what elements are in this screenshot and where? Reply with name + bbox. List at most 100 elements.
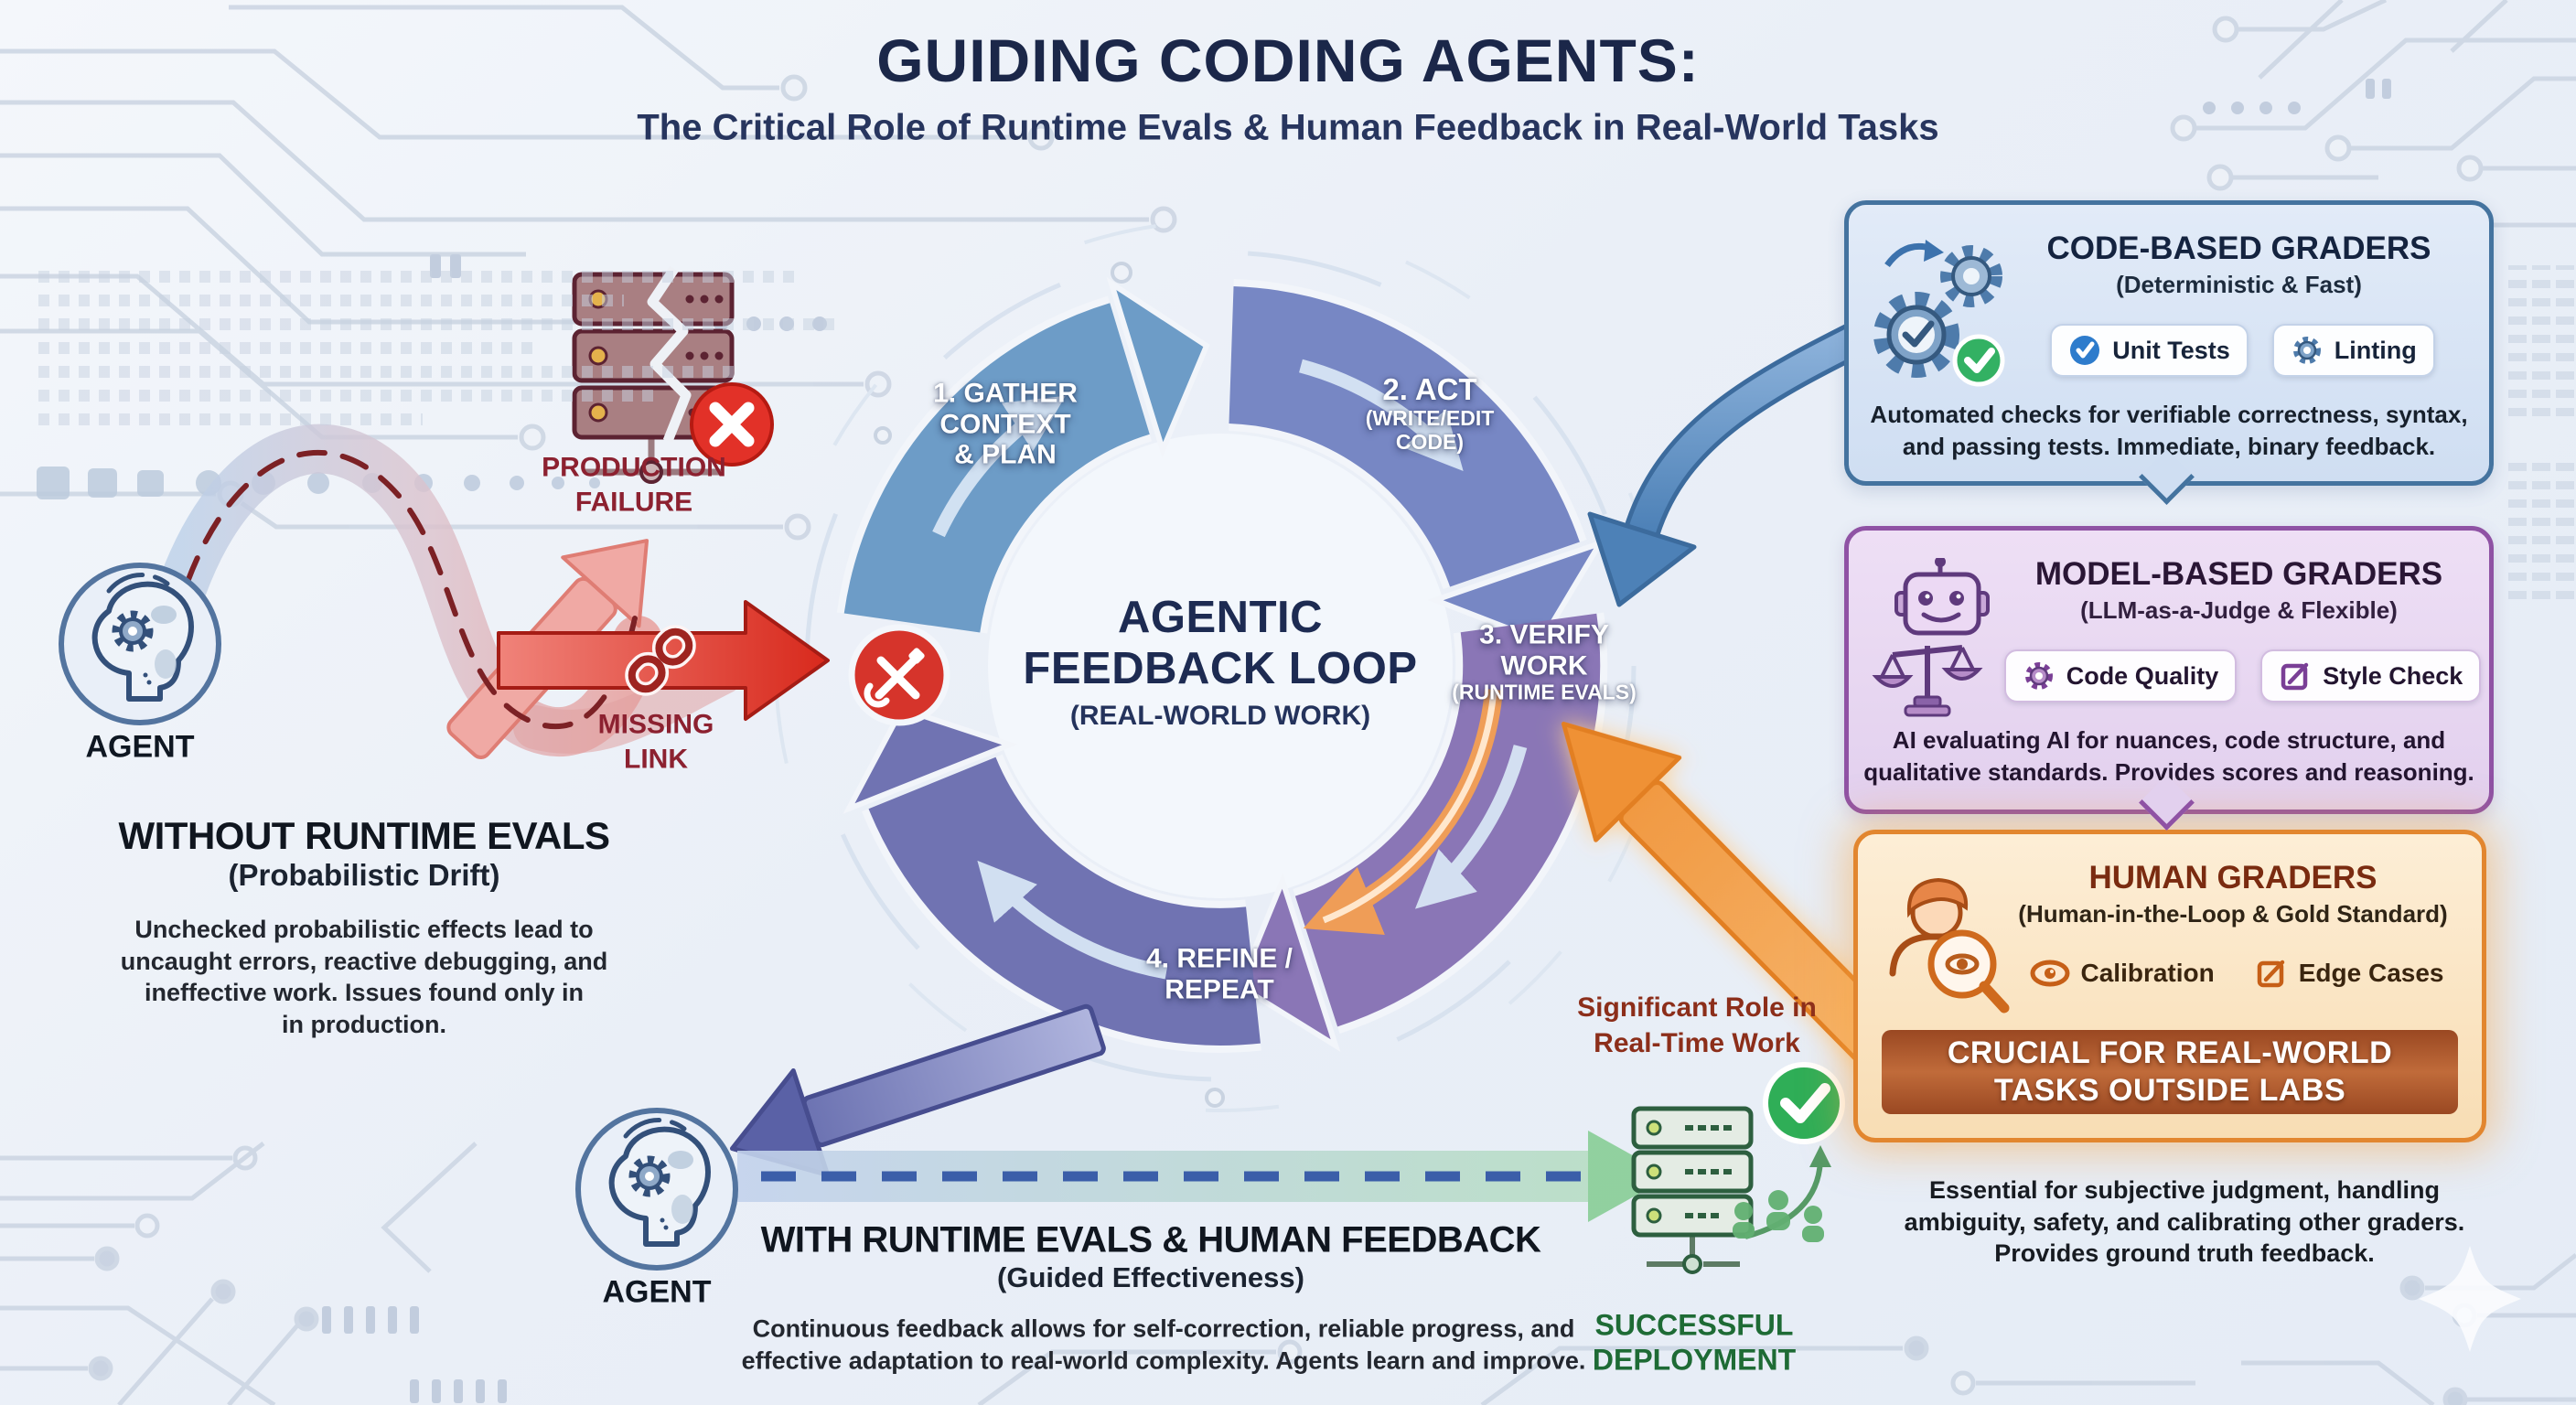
step2-line2: (WRITE/EDIT: [1365, 405, 1495, 430]
success-line2: DEPLOYMENT: [1592, 1343, 1797, 1376]
with-evals-subheading: (Guided Effectiveness): [997, 1261, 1304, 1293]
without-body-line2: uncaught errors, reactive debugging, and: [120, 947, 608, 975]
without-evals-body: Unchecked probabilistic effects lead to …: [121, 914, 608, 1040]
with-body-line1: Continuous feedback allows for self-corr…: [752, 1314, 1575, 1343]
loop-step-act: 2. ACT (WRITE/EDIT CODE): [1365, 372, 1495, 454]
human-body-line1: Essential for subjective judgment, handl…: [1928, 1176, 2441, 1205]
unit-tests-chip: Unit Tests: [2050, 324, 2249, 377]
binary-row: [38, 318, 843, 330]
production-failure-line1: PRODUCTION: [542, 452, 726, 483]
with-evals-heading: WITH RUNTIME EVALS & HUMAN FEEDBACK: [760, 1219, 1541, 1260]
loop-center-title: AGENTIC FEEDBACK LOOP (REAL-WORLD WORK): [1023, 593, 1417, 732]
calibration-eye-icon: [2030, 960, 2069, 987]
without-evals-subheading: (Probabilistic Drift): [228, 858, 500, 892]
style-check-chip: Style Check: [2260, 649, 2482, 702]
step4-line2: REPEAT: [1165, 974, 1274, 1004]
step3-line1: 3. VERIFY: [1479, 619, 1609, 650]
banner-line1: CRUCIAL FOR REAL-WORLD: [1947, 1035, 2393, 1070]
code-graders-body: Automated checks for verifiable correctn…: [1862, 399, 2476, 463]
style-check-pencil-icon: [2281, 662, 2309, 691]
binary-column: [2532, 265, 2550, 416]
loop-step-refine: 4. REFINE / REPEAT: [1146, 943, 1293, 1004]
significant-role-note: Significant Role in Real-Time Work: [1577, 990, 1817, 1061]
code-graders-title: CODE-BASED GRADERS: [2046, 231, 2431, 266]
code-quality-chip: Code Quality: [2003, 649, 2238, 702]
sparkle-icon: [2419, 1246, 2521, 1352]
drift-path: [158, 424, 830, 759]
code-grader-connector: [1587, 313, 1884, 607]
deployment-server-icon: [1631, 1062, 1845, 1274]
crucial-banner: CRUCIAL FOR REAL-WORLD TASKS OUTSIDE LAB…: [1882, 1030, 2458, 1114]
chain-icon: [625, 625, 696, 696]
code-quality-gear-icon: [2024, 662, 2053, 690]
binary-row: [38, 295, 624, 306]
step3-line3: (RUNTIME EVALS): [1452, 680, 1637, 704]
human-graders-subtitle: (Human-in-the-Loop & Gold Standard): [2018, 900, 2448, 928]
model-body-line1: AI evaluating AI for nuances, code struc…: [1892, 726, 2446, 754]
model-graders-subtitle: (LLM-as-a-Judge & Flexible): [2080, 596, 2398, 624]
human-graders-card: HUMAN GRADERS (Human-in-the-Loop & Gold …: [1853, 830, 2486, 1142]
without-body-line4: in production.: [282, 1010, 446, 1038]
step1-line2: CONTEXT: [939, 409, 1071, 440]
binary-row: [38, 366, 734, 378]
step2-line3: CODE): [1395, 429, 1465, 454]
step4-line1: 4. REFINE /: [1145, 943, 1293, 974]
tools-badge-icon: [848, 624, 950, 726]
successful-deployment-label: SUCCESSFUL DEPLOYMENT: [1593, 1308, 1796, 1378]
agent-icon-without: [61, 565, 219, 723]
missing-link-label: MISSING LINK: [598, 708, 714, 778]
agent-icon-with: [578, 1110, 735, 1268]
linting-gear-icon: [2292, 337, 2321, 364]
human-body-line3: Provides ground truth feedback.: [1994, 1239, 2375, 1268]
gears-check-icon: [1869, 232, 2015, 406]
step3-line2: WORK: [1500, 650, 1588, 681]
missing-link-line1: MISSING: [597, 709, 714, 740]
with-body-line2: effective adaptation to real-world compl…: [741, 1346, 1586, 1374]
agent-label-without: AGENT: [85, 729, 195, 765]
code-body-line1: Automated checks for verifiable correctn…: [1870, 401, 2468, 428]
error-x-icon: [690, 382, 774, 467]
edge-cases-label: Edge Cases: [2298, 959, 2444, 987]
edge-cases-pencil-icon: [2257, 960, 2284, 988]
circuit-dots: [322, 79, 2391, 1403]
binary-row: [38, 271, 798, 283]
agent-label-with: AGENT: [602, 1274, 712, 1310]
step1-line1: 1. GATHER: [933, 378, 1078, 409]
without-body-line1: Unchecked probabilistic effects lead to: [134, 915, 594, 943]
loop-step-verify: 3. VERIFY WORK (RUNTIME EVALS): [1452, 620, 1636, 705]
calibration-chip: Calibration: [2030, 957, 2215, 990]
production-failure-label: PRODUCTION FAILURE: [542, 451, 726, 521]
guided-path: [737, 1131, 1670, 1222]
binary-column: [2556, 265, 2574, 416]
loop-step-gather: 1. GATHER CONTEXT & PLAN: [933, 379, 1078, 471]
with-evals-body: Continuous feedback allows for self-corr…: [742, 1313, 1586, 1376]
code-graders-card: CODE-BASED GRADERS (Deterministic & Fast…: [1844, 200, 2494, 486]
feedback-loop-ring: [836, 276, 1608, 1053]
linting-chip: Linting: [2271, 324, 2435, 377]
step1-line3: & PLAN: [954, 439, 1057, 470]
human-body-line2: ambiguity, safety, and calibrating other…: [1904, 1207, 2465, 1236]
success-check-icon: [1763, 1062, 1845, 1144]
model-graders-body: AI evaluating AI for nuances, code struc…: [1862, 724, 2476, 788]
binary-row: [38, 390, 660, 402]
loop-subtitle: (REAL-WORLD WORK): [1069, 700, 1371, 731]
loop-decorative-arcs: [774, 220, 1667, 1112]
runtime-eval-flow-arrow: [1303, 689, 1503, 935]
binary-column: [2532, 462, 2550, 599]
robot-judge-icon: [1869, 558, 2015, 741]
human-graders-body: Essential for subjective judgment, handl…: [1905, 1174, 2465, 1270]
banner-line2: TASKS OUTSIDE LABS: [1993, 1073, 2346, 1108]
code-quality-label: Code Quality: [2066, 661, 2219, 690]
linting-label: Linting: [2334, 336, 2417, 364]
page-title: GUIDING CODING AGENTS:: [876, 27, 1700, 94]
edge-cases-chip: Edge Cases: [2255, 957, 2444, 990]
human-graders-title: HUMAN GRADERS: [2088, 860, 2377, 896]
page-subtitle: The Critical Role of Runtime Evals & Hum…: [637, 107, 1939, 148]
binary-row: [38, 413, 423, 425]
note-line1: Significant Role in: [1577, 992, 1817, 1023]
team-icons: [1733, 1190, 1824, 1242]
model-graders-title: MODEL-BASED GRADERS: [2034, 556, 2443, 592]
note-line2: Real-Time Work: [1594, 1028, 1800, 1058]
